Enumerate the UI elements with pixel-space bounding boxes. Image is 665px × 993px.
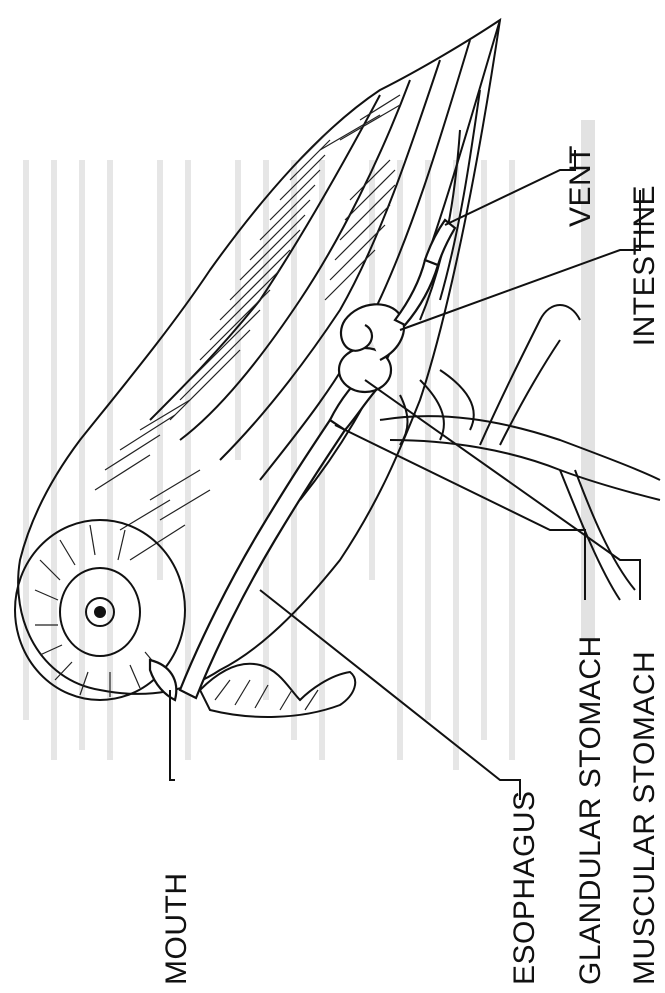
esophagus-leader	[260, 590, 520, 800]
glandular-stomach-leader	[335, 425, 585, 600]
esophagus-label: ESOPHAGUS	[508, 790, 541, 985]
muscular-stomach-label: MUSCULAR STOMACH	[628, 651, 661, 985]
leader-lines	[170, 150, 640, 800]
intestine-label: INTESTINE	[628, 185, 661, 346]
vent-label: VENT	[564, 145, 597, 227]
mouth-label: MOUTH	[160, 873, 193, 985]
owl-illustration	[15, 20, 660, 717]
glandular-stomach-label: GLANDULAR STOMACH	[574, 635, 607, 985]
mouth-leader	[170, 690, 175, 780]
